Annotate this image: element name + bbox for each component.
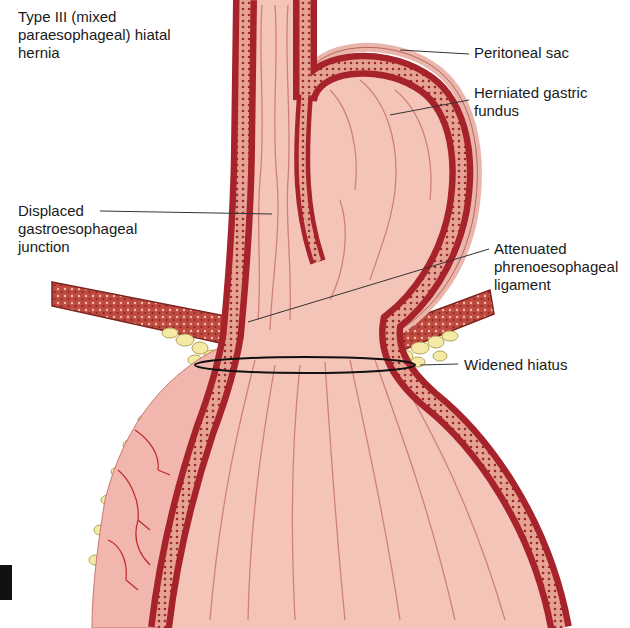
diagram-title: Type III (mixed paraesophageal) hiatal h… bbox=[18, 8, 193, 62]
part-label: Attenuated phrenoesophageal ligament bbox=[494, 240, 626, 294]
diaphragm bbox=[52, 282, 236, 346]
part-label: Herniated gastric fundus bbox=[474, 84, 624, 120]
part-label: Displaced gastroesophageal junction bbox=[18, 202, 150, 256]
hiatus-ring bbox=[195, 357, 415, 373]
part-label: Widened hiatus bbox=[464, 356, 624, 374]
corner-mark bbox=[0, 565, 12, 600]
part-label: Peritoneal sac bbox=[474, 44, 624, 62]
leader-line bbox=[100, 50, 489, 365]
